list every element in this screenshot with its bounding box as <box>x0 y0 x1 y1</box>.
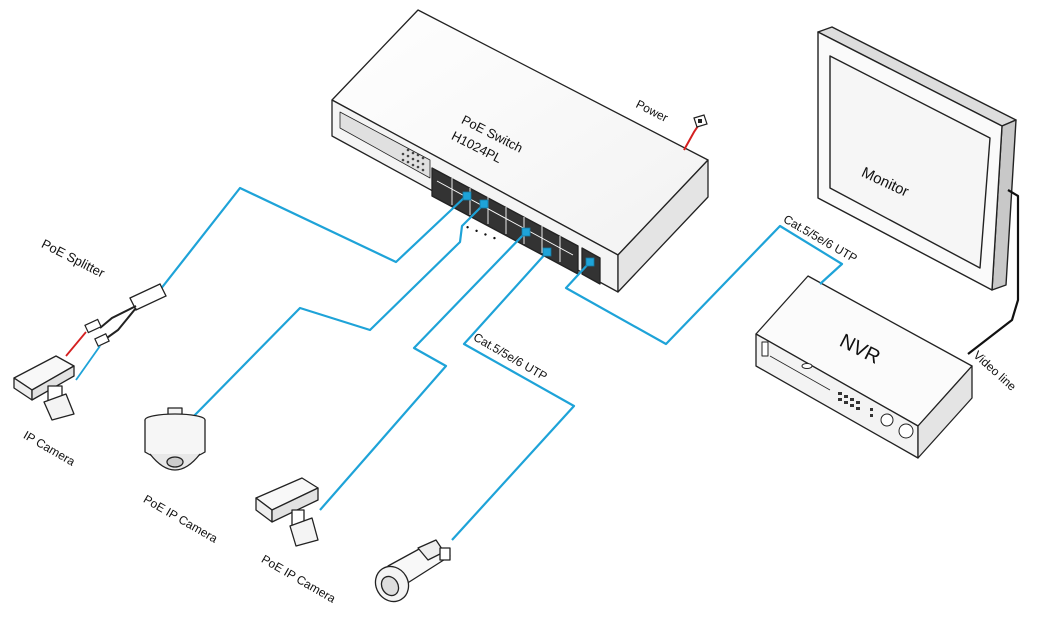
poe-ptz-camera <box>144 407 206 471</box>
cable-to-bullet-camera <box>451 251 576 541</box>
nvr-side <box>917 365 973 459</box>
cable-to-ptz-camera <box>189 203 485 421</box>
cable-connector <box>521 227 531 237</box>
cable-to-box-camera <box>319 231 527 511</box>
power-cable <box>683 114 708 151</box>
monitor-screen <box>829 55 991 269</box>
poe-splitter <box>65 283 167 381</box>
video-cable <box>967 189 1020 355</box>
poe-box-camera <box>255 477 319 547</box>
monitor <box>817 26 1017 291</box>
nvr <box>755 275 973 459</box>
cable-connector <box>479 199 489 209</box>
cable-connector <box>585 257 595 267</box>
cable-connector <box>462 191 472 201</box>
cable-connector <box>542 247 552 257</box>
cable-to-nvr <box>564 224 844 346</box>
switch-side <box>617 159 709 293</box>
poe-bullet-camera <box>374 539 451 603</box>
ip-camera <box>13 355 75 421</box>
cable-to-splitter <box>159 186 467 291</box>
